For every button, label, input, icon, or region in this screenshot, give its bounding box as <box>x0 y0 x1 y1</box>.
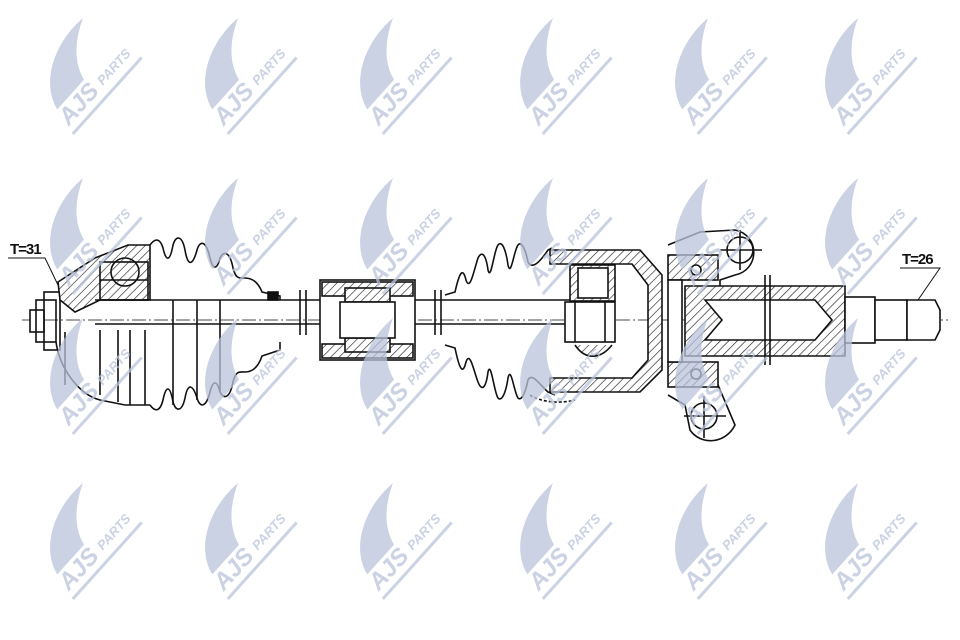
svg-text:PARTS: PARTS <box>869 46 909 88</box>
svg-text:PARTS: PARTS <box>719 46 759 88</box>
svg-text:PARTS: PARTS <box>869 511 909 553</box>
svg-text:PARTS: PARTS <box>404 206 444 248</box>
stub-shaft <box>684 275 941 365</box>
svg-text:PARTS: PARTS <box>869 346 909 388</box>
vibration-damper <box>319 279 416 361</box>
right-teeth-label: T=26 <box>902 251 933 268</box>
svg-text:PARTS: PARTS <box>249 46 289 88</box>
svg-text:PARTS: PARTS <box>869 206 909 248</box>
svg-text:PARTS: PARTS <box>719 206 759 248</box>
svg-text:PARTS: PARTS <box>249 206 289 248</box>
shaft <box>95 290 570 335</box>
svg-text:PARTS: PARTS <box>94 46 134 88</box>
svg-text:PARTS: PARTS <box>249 511 289 553</box>
left-leader-line <box>8 257 59 286</box>
svg-text:PARTS: PARTS <box>564 511 604 553</box>
svg-text:PARTS: PARTS <box>94 511 134 553</box>
svg-text:PARTS: PARTS <box>404 46 444 88</box>
svg-text:PARTS: PARTS <box>564 206 604 248</box>
svg-text:PARTS: PARTS <box>719 511 759 553</box>
left-teeth-label: T=31 <box>10 241 41 258</box>
svg-text:PARTS: PARTS <box>404 511 444 553</box>
svg-text:PARTS: PARTS <box>564 46 604 88</box>
svg-text:PARTS: PARTS <box>94 206 134 248</box>
inner-joint-housing <box>549 249 663 393</box>
right-leader-line <box>900 267 941 301</box>
svg-text:PARTS: PARTS <box>249 346 289 388</box>
